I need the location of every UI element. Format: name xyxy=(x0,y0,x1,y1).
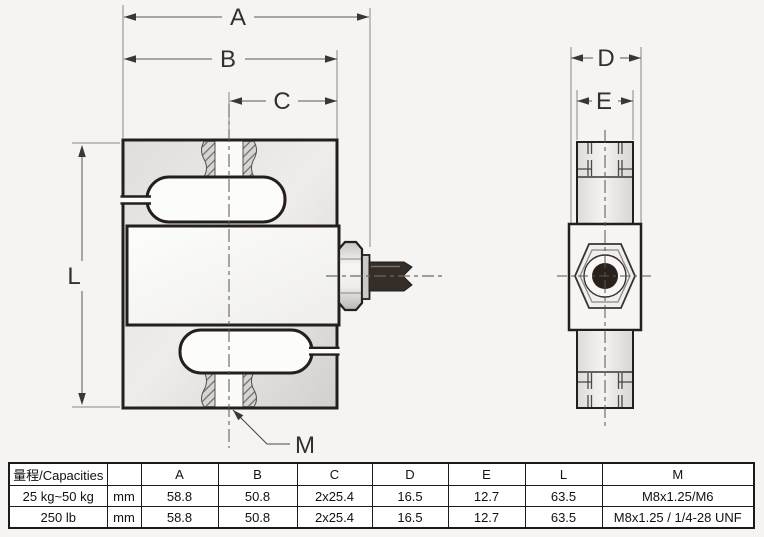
cell-e: 12.7 xyxy=(447,485,526,507)
cell-c: 2x25.4 xyxy=(296,506,373,529)
header-a: A xyxy=(140,462,219,486)
header-c: C xyxy=(296,462,373,486)
cell-m: M8x1.25 / 1/4-28 UNF xyxy=(601,506,755,529)
cell-c: 2x25.4 xyxy=(296,485,373,507)
dimension-l: L xyxy=(67,145,86,405)
cell-a: 58.8 xyxy=(140,506,219,529)
cable-gland xyxy=(361,254,371,300)
header-d: D xyxy=(371,462,449,486)
side-view: D E xyxy=(557,45,652,428)
dimension-e: E xyxy=(577,88,633,115)
cell-b: 50.8 xyxy=(217,506,298,529)
dim-label-m: M xyxy=(295,432,315,459)
leader-m: M xyxy=(232,409,315,459)
right-slit xyxy=(307,346,340,356)
arrowhead xyxy=(124,13,136,21)
table-header-row: 量程/Capacities A B C D E L M xyxy=(8,462,755,486)
dim-label-e: E xyxy=(596,88,612,115)
dim-label-l: L xyxy=(67,263,80,290)
cell-unit: mm xyxy=(106,485,142,507)
technical-drawing: A B C xyxy=(67,4,652,459)
table-row: 250 lb mm 58.8 50.8 2x25.4 16.5 12.7 63.… xyxy=(8,506,755,529)
header-l: L xyxy=(524,462,603,486)
table-row: 25 kg~50 kg mm 58.8 50.8 2x25.4 16.5 12.… xyxy=(8,485,755,507)
cell-capacity: 25 kg~50 kg xyxy=(8,485,108,507)
bottom-slot xyxy=(178,328,314,375)
cell-l: 63.5 xyxy=(524,506,603,529)
header-e: E xyxy=(447,462,526,486)
cell-d: 16.5 xyxy=(371,485,449,507)
cell-b: 50.8 xyxy=(217,485,298,507)
dimension-b: B xyxy=(124,46,337,73)
dim-label-a: A xyxy=(230,4,246,31)
arrowhead xyxy=(357,13,369,21)
cell-e: 12.7 xyxy=(447,506,526,529)
header-m: M xyxy=(601,462,755,486)
header-unit xyxy=(106,462,142,486)
cell-d: 16.5 xyxy=(371,506,449,529)
dim-label-b: B xyxy=(220,46,236,73)
extension-lines-side xyxy=(570,47,642,223)
dimension-c: C xyxy=(230,88,337,115)
cell-unit: mm xyxy=(106,506,142,529)
dimension-a: A xyxy=(124,4,369,31)
front-view: A B C xyxy=(67,4,442,459)
spec-table: 量程/Capacities A B C D E L M 25 kg~50 kg … xyxy=(8,462,755,529)
dim-label-d: D xyxy=(597,45,614,72)
top-slot xyxy=(145,175,287,224)
dim-label-c: C xyxy=(273,88,290,115)
center-block xyxy=(125,224,341,327)
left-slit xyxy=(120,195,155,205)
dimension-d: D xyxy=(571,45,641,72)
cell-l: 63.5 xyxy=(524,485,603,507)
cell-a: 58.8 xyxy=(140,485,219,507)
header-b: B xyxy=(217,462,298,486)
header-capacities: 量程/Capacities xyxy=(8,462,108,486)
cell-m: M8x1.25/M6 xyxy=(601,485,755,507)
cell-capacity: 250 lb xyxy=(8,506,108,529)
